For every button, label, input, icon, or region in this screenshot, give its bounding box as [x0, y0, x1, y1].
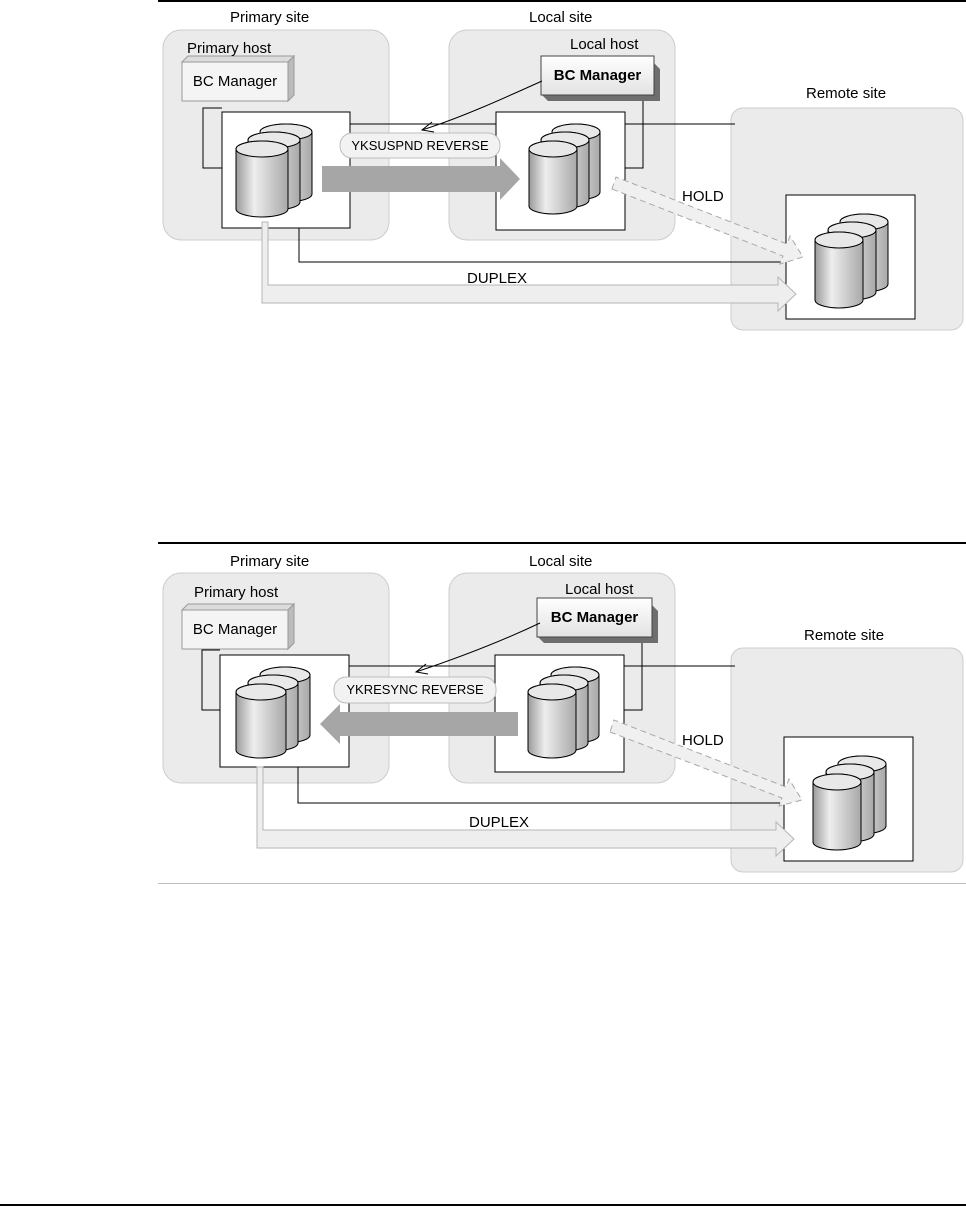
local-bc-manager-label: BC Manager	[541, 56, 654, 95]
local-host-label: Local host	[570, 36, 638, 54]
primary-bc-manager-label: BC Manager	[182, 62, 288, 101]
diagram-resync-reverse: Primary site Local site Remote site Prim…	[0, 542, 966, 887]
primary-bc-manager-label: BC Manager	[182, 610, 288, 649]
command-label: YKRESYNC REVERSE	[334, 682, 496, 698]
remote-site-label: Remote site	[804, 627, 884, 645]
local-bc-manager-label: BC Manager	[537, 598, 652, 637]
primary-host-label: Primary host	[187, 40, 271, 58]
primary-host-label: Primary host	[194, 584, 278, 602]
local-site-label: Local site	[529, 553, 592, 571]
remote-site-label: Remote site	[806, 85, 886, 103]
diagram-graphics	[0, 542, 966, 887]
hold-label: HOLD	[682, 732, 724, 750]
page-footer-rule	[0, 1204, 966, 1206]
duplex-label: DUPLEX	[467, 270, 527, 288]
local-site-label: Local site	[529, 9, 592, 27]
duplex-label: DUPLEX	[469, 814, 529, 832]
diagram-graphics	[0, 0, 966, 345]
figure-bottom-rule	[158, 883, 966, 884]
hold-label: HOLD	[682, 188, 724, 206]
command-label: YKSUSPND REVERSE	[340, 138, 500, 154]
local-host-label: Local host	[565, 581, 633, 599]
primary-site-label: Primary site	[230, 9, 309, 27]
primary-site-label: Primary site	[230, 553, 309, 571]
diagram-suspend-reverse: Primary site Local site Remote site Prim…	[0, 0, 966, 345]
